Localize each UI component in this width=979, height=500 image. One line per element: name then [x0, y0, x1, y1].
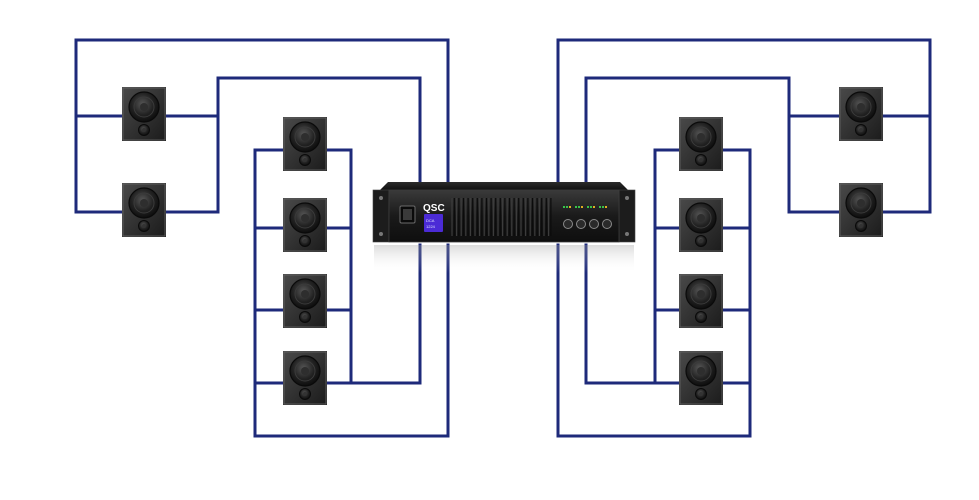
speaker-right-inner-1	[679, 117, 723, 171]
gain-knob-2[interactable]	[576, 219, 586, 229]
wire-left-outer-a	[74, 38, 450, 214]
gain-knob-3[interactable]	[589, 219, 599, 229]
speaker-right-inner-4	[679, 351, 723, 405]
speaker-left-inner-2	[283, 198, 327, 252]
speaker-left-inner-4	[283, 351, 327, 405]
speaker-right-inner-3	[679, 274, 723, 328]
wire-right-outer-b	[584, 76, 864, 214]
amplifier-top	[380, 182, 628, 190]
wire-left-outer-b	[142, 76, 422, 214]
brand-logo: QSC	[423, 203, 445, 214]
vent-grille	[451, 198, 552, 236]
speaker-right-outer-1	[839, 87, 883, 141]
svg-text:1224: 1224	[426, 224, 436, 229]
speaker-left-outer-2	[122, 183, 166, 237]
speaker-right-inner-2	[679, 198, 723, 252]
speaker-left-inner-1	[283, 117, 327, 171]
amplifier-display	[424, 214, 443, 232]
speaker-left-inner-3	[283, 274, 327, 328]
wire-right-outer-a	[556, 38, 932, 214]
amplifier-reflection	[374, 245, 634, 273]
gain-knob-4[interactable]	[602, 219, 612, 229]
gain-knob-1[interactable]	[563, 219, 573, 229]
gain-knobs	[563, 219, 612, 229]
amplifier-front-panel	[388, 189, 620, 243]
amplifier-display-text: DCA	[426, 218, 435, 223]
channel-meters	[563, 206, 607, 208]
speaker-left-outer-1	[122, 87, 166, 141]
amplifier: QSC DCA 1224	[372, 182, 636, 273]
speaker-right-outer-2	[839, 183, 883, 237]
